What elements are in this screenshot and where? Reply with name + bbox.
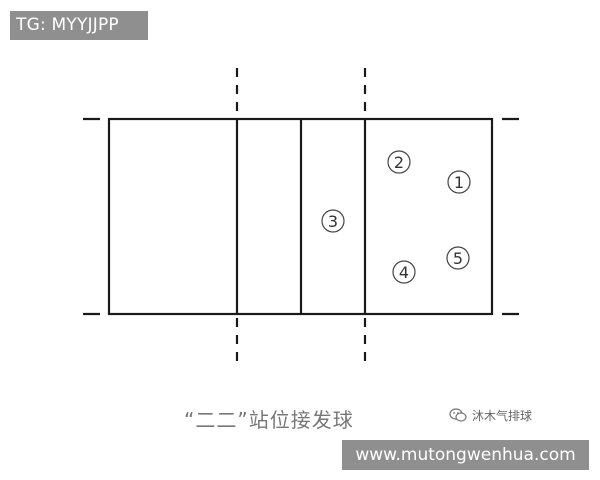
position-label-3: 3	[328, 212, 338, 231]
position-marker-4: 4	[392, 260, 416, 284]
wechat-icon	[449, 408, 467, 422]
position-label-4: 4	[399, 263, 409, 282]
position-marker-3: 3	[321, 209, 345, 233]
position-marker-5: 5	[446, 246, 470, 270]
position-marker-2: 2	[387, 150, 411, 174]
diagram-caption: “二二”站位接发球	[184, 408, 354, 432]
position-label-5: 5	[453, 249, 463, 268]
top-watermark: TG: MYYJJPP	[10, 11, 148, 40]
brand-credit: 沐木气排球	[448, 406, 532, 424]
position-label-1: 1	[454, 173, 464, 192]
position-marker-1: 1	[447, 170, 471, 194]
bottom-watermark: www.mutongwenhua.com	[342, 440, 589, 470]
position-label-2: 2	[394, 153, 404, 172]
brand-text: 沐木气排球	[472, 408, 533, 423]
